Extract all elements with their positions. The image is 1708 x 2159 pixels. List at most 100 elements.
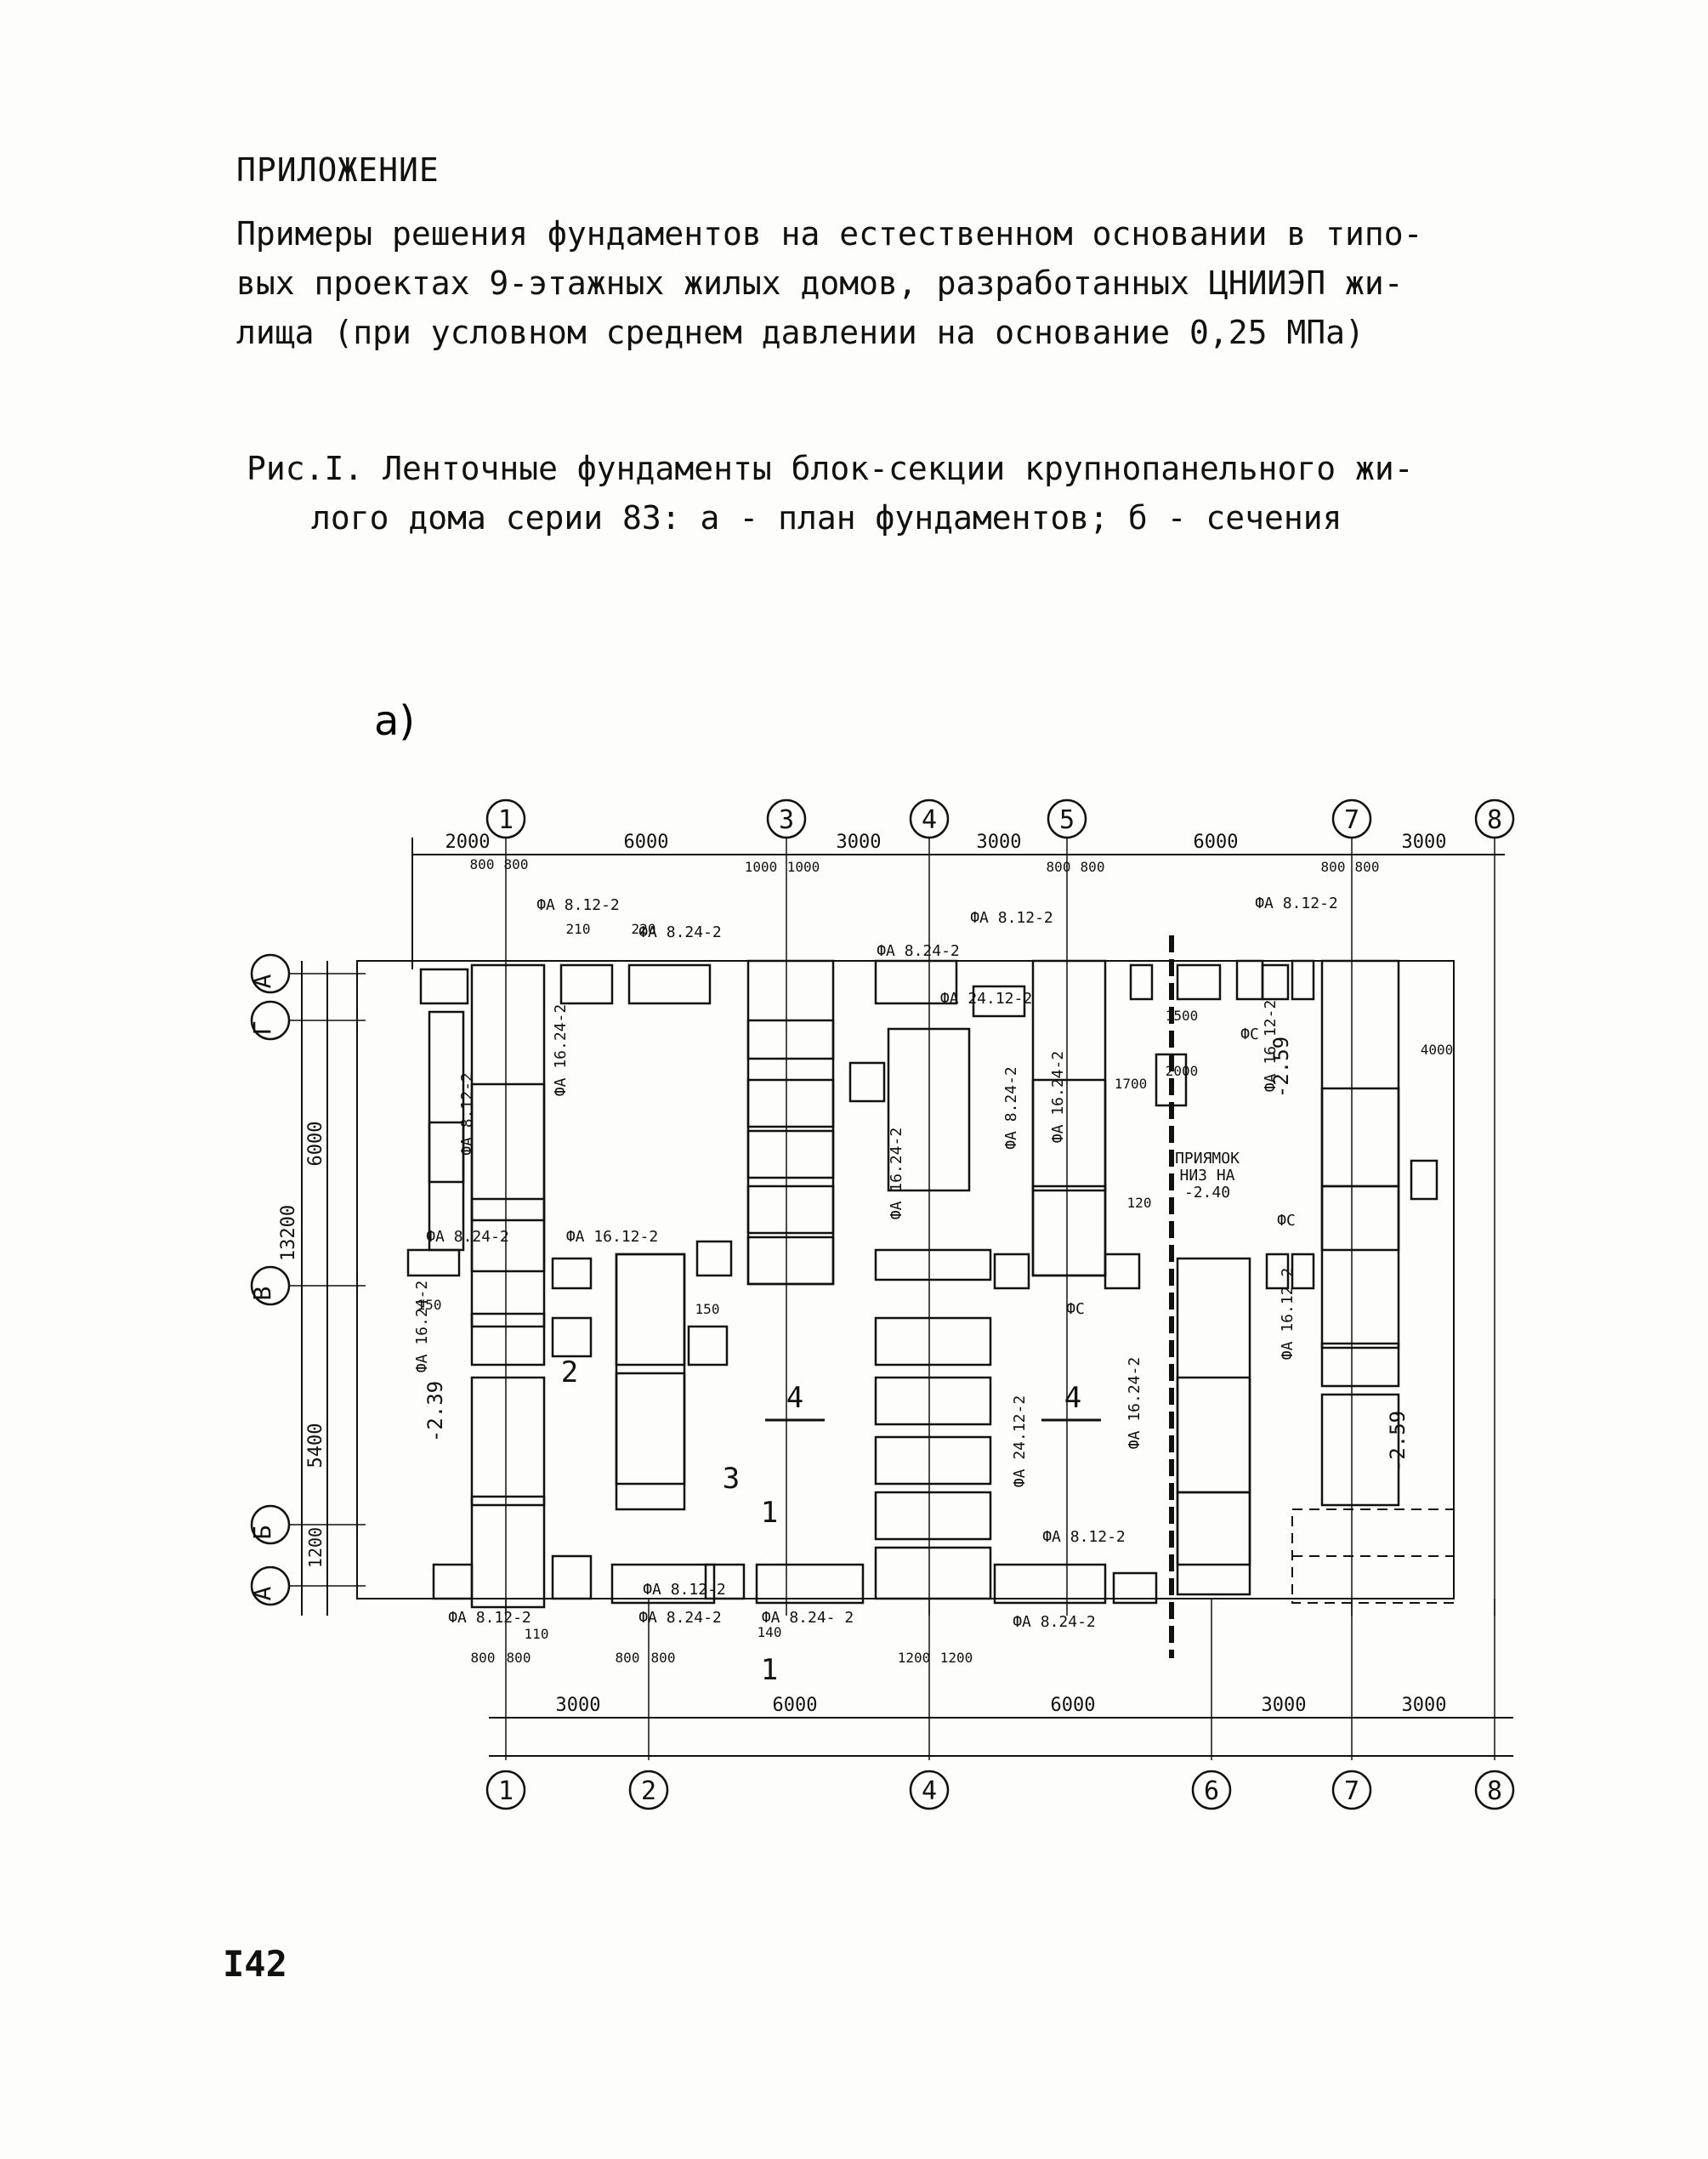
axis-label: 3 (779, 805, 794, 835)
section-mark: 1 (761, 1496, 778, 1530)
block-mark-label: ФА 8.24-2 (1013, 1613, 1096, 1631)
axis-label: 6 (1204, 1776, 1219, 1806)
small-dimension: 800 (1081, 859, 1105, 875)
foundation-block (874, 1491, 992, 1541)
block-mark-label: ФА 16.24-2 (888, 1128, 905, 1219)
axis-label: Г (248, 1021, 276, 1036)
axis-label: 5 (1059, 805, 1075, 835)
pit-note: -2.40 (1184, 1184, 1230, 1202)
foundation-block (1235, 959, 1264, 1001)
block-mark-label: ФА 8.12-2 (970, 909, 1053, 927)
axis-bubble (909, 798, 950, 839)
section-mark: 1 (761, 1653, 778, 1687)
foundation-block (1320, 1342, 1400, 1388)
block-mark-label: ФА 8.12-2 (643, 1581, 726, 1599)
block-mark-label: ФС (1066, 1300, 1085, 1318)
foundation-block (551, 1316, 593, 1358)
foundation-block (746, 1185, 835, 1235)
figure-caption: Рис.I. Ленточные фундаменты блок-секции … (247, 444, 1414, 543)
dimension-value: 2000 (445, 832, 491, 853)
block-mark-label: ФА 16.12-2 (1262, 1000, 1280, 1092)
block-mark-label: ФА 8.24-2 (426, 1228, 509, 1246)
block-mark-label: ФА 8.12-2 (1255, 895, 1338, 912)
small-dimension: 800 (616, 1650, 640, 1666)
axis-bubble (1474, 798, 1515, 839)
foundation-block (1031, 959, 1107, 1277)
block-mark-label: ФА 24.12-2 (940, 990, 1032, 1008)
small-dimension: 800 (1355, 859, 1380, 875)
block-mark-label: ФА 8.24- 2 (762, 1609, 854, 1627)
small-dimension: 1000 (787, 859, 820, 875)
foundation-block (874, 1248, 992, 1281)
small-dimension: 800 (507, 1650, 531, 1666)
foundation-block (551, 1554, 593, 1600)
foundation-block (470, 1197, 546, 1328)
foundation-block (746, 1236, 835, 1286)
block-mark-label: ФА 16.24-2 (1126, 1357, 1143, 1449)
foundation-block (432, 1563, 474, 1600)
block-mark-label: ФА 8.12-2 (448, 1609, 531, 1627)
foundation-block (470, 1376, 546, 1507)
foundation-block (419, 968, 469, 1005)
axis-bubble (485, 1770, 526, 1810)
dimension-value: 3000 (1262, 1695, 1307, 1716)
small-dimension: 110 (525, 1626, 549, 1642)
dimension-value: 6000 (1194, 832, 1239, 853)
axis-label: 8 (1487, 1776, 1502, 1806)
small-dimension: 800 (470, 856, 495, 872)
foundation-block (615, 1253, 686, 1511)
foundation-block (1176, 963, 1222, 1001)
dimension-value: 1200 (305, 1527, 326, 1568)
level-mark: -2.59 (1386, 1411, 1410, 1472)
foundation-block (695, 1240, 733, 1277)
foundation-block (1320, 959, 1400, 1252)
foundation-block (746, 959, 835, 1286)
small-dimension: 140 (758, 1624, 782, 1640)
block-mark-label: ФА 8.24-2 (638, 923, 722, 941)
foundation-block (559, 963, 614, 1005)
block-mark-label: ФС (1240, 1026, 1259, 1043)
block-mark-label: ФА 8.24-2 (1002, 1066, 1020, 1150)
foundation-block (1410, 1159, 1438, 1201)
dimension-value: 3000 (977, 832, 1022, 853)
axis-label: 1 (498, 805, 514, 835)
foundation-block (1129, 963, 1154, 1001)
block-mark-label: ФА 16.24-2 (1049, 1051, 1067, 1143)
section-mark: 3 (723, 1462, 740, 1496)
foundation-block (470, 963, 546, 1273)
dimension-value: 3000 (837, 832, 882, 853)
section-mark: 4 (1064, 1381, 1081, 1415)
foundation-block (1104, 1253, 1141, 1290)
small-dimension: 220 (632, 921, 656, 937)
foundation-block (746, 1019, 835, 1060)
intro-line: Примеры решения фундаментов на естествен… (236, 215, 1423, 253)
block-mark-label: ФА 8.24-2 (877, 942, 960, 960)
foundation-block (1261, 963, 1290, 1001)
axis-label: 2 (641, 1776, 656, 1806)
foundation-block (1291, 959, 1315, 1001)
small-dimension: 1200 (898, 1650, 931, 1666)
block-mark-label: ФА 8.12-2 (1042, 1528, 1126, 1546)
foundation-block (1176, 1257, 1251, 1566)
foundation-block (1320, 1393, 1400, 1507)
foundation-block (1265, 1253, 1290, 1290)
foundation-block (755, 1563, 865, 1605)
foundation-block (993, 1563, 1107, 1605)
axis-label: А (248, 974, 276, 988)
axis-label: 8 (1487, 805, 1502, 835)
dimension-value: 3000 (1402, 1695, 1447, 1716)
block-mark-label: ФА 8.24-2 (638, 1609, 722, 1627)
caption-line: Рис.I. Ленточные фундаменты блок-секции … (247, 450, 1414, 487)
dimension-value: 3000 (556, 1695, 601, 1716)
foundation-block (627, 963, 712, 1005)
foundation-block (1291, 1253, 1315, 1290)
small-dimension: 1200 (940, 1650, 973, 1666)
foundation-block (1176, 1491, 1251, 1596)
small-dimension: 1700 (1115, 1076, 1148, 1092)
foundation-block (610, 1563, 716, 1605)
foundation-block (874, 959, 958, 1005)
block-mark-label: ФА 16.24-2 (413, 1281, 431, 1372)
dimension-value: 3000 (1402, 832, 1447, 853)
